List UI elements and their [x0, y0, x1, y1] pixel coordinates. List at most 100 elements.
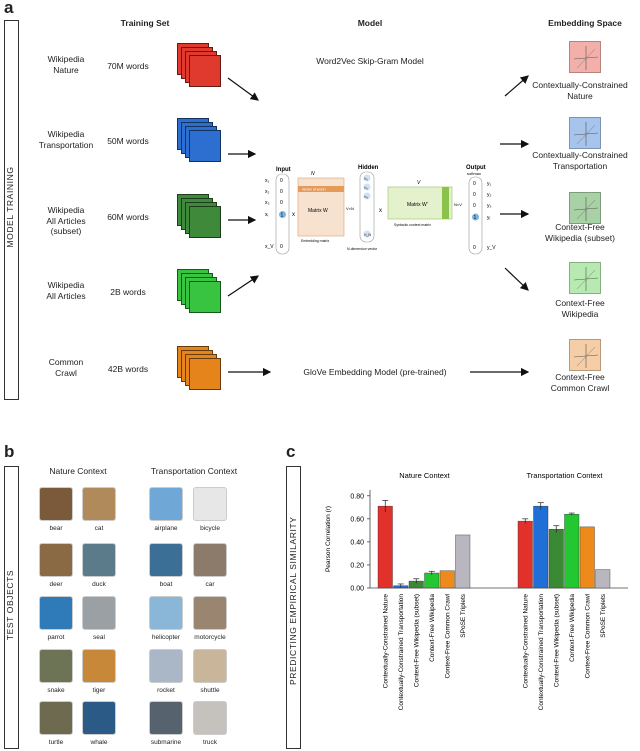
nn-context-column	[442, 187, 449, 219]
nn-out-active	[472, 213, 479, 221]
nn-h2: h₂	[365, 186, 369, 190]
nn-h3-node	[363, 192, 371, 200]
turtle-photo	[39, 701, 73, 735]
nn-h1-node	[363, 174, 371, 182]
nn-h3: h₃	[365, 195, 369, 199]
test-objects-label: TEST OBJECTS	[5, 569, 15, 641]
y-tick-label: 0.40	[350, 539, 364, 546]
bicycle-photo	[193, 487, 227, 521]
panel-letter-a: a	[4, 0, 14, 17]
nature-context-title: Nature Context	[49, 466, 107, 476]
nn-softmax-label: softmax	[467, 171, 481, 176]
nn-yv: y_V	[487, 245, 496, 251]
dataset-size-1: 50M words	[107, 136, 149, 146]
nn-y2: y₂	[487, 192, 492, 198]
turtle-label: turtle	[48, 739, 64, 746]
nn-matrix-w2-label: Matrix W'	[407, 202, 428, 208]
boat-label: boat	[159, 581, 173, 588]
nn-word-row	[298, 186, 344, 192]
tiger-label: tiger	[92, 687, 106, 694]
nn-x3: x₃	[265, 200, 270, 206]
panel-letter-c: c	[286, 442, 296, 461]
seal-photo	[82, 596, 116, 630]
glove-label: GloVe Embedding Model (pre-trained)	[303, 367, 447, 377]
nn-in-0b: 0	[280, 189, 283, 195]
whale-photo	[82, 701, 116, 735]
airplane-photo	[149, 487, 183, 521]
nn-in-0c: 0	[280, 200, 283, 206]
bar	[377, 505, 393, 589]
truck-photo	[193, 701, 227, 735]
group-title: Transportation Context	[526, 471, 603, 480]
helicopter-photo	[149, 596, 183, 630]
cat-label: cat	[94, 525, 104, 532]
bar	[439, 570, 455, 589]
category-label: Contextually-Constrained Transportation	[538, 594, 545, 711]
bear-label: bear	[49, 525, 63, 532]
embedding-label-1: Contextually-Constrained Transportation	[532, 150, 628, 171]
whale-label: whale	[90, 739, 108, 746]
nn-y3: y₃	[487, 203, 492, 209]
dataset-stack-square	[189, 281, 221, 313]
model-training-sidebar	[4, 20, 19, 400]
motorcycle-label: motorcycle	[194, 634, 226, 641]
nn-nv-label: N×V	[454, 202, 462, 207]
word2vec-label: Word2Vec Skip-Gram Model	[316, 56, 424, 66]
dataset-name-0: Wikipedia Nature	[47, 54, 85, 75]
bar	[533, 505, 549, 589]
embedding-label-2: Context-Free Wikipedia (subset)	[545, 222, 615, 243]
nn-in-1: 1	[281, 213, 284, 219]
predicting-label: PREDICTING EMPIRICAL SIMILARITY	[288, 516, 298, 685]
nn-x1: x₁	[265, 178, 270, 184]
airplane-label: airplane	[154, 525, 178, 532]
bar	[579, 526, 595, 589]
parrot-label: parrot	[47, 634, 65, 641]
bar	[517, 520, 533, 589]
dataset-stack-square	[189, 55, 221, 87]
nn-out-0a: 0	[473, 181, 476, 187]
nn-hn-node	[363, 230, 371, 238]
rocket-label: rocket	[157, 687, 175, 694]
dataset-stack-square	[189, 206, 221, 238]
nn-syntactic-label: Syntactic context matrix	[394, 223, 431, 227]
dataset-name-4: Common Crawl	[48, 357, 84, 378]
nn-in-active	[279, 211, 286, 218]
embedding-axes-icon	[573, 267, 599, 291]
nn-hidden-label: Hidden	[358, 165, 379, 171]
snake-label: snake	[47, 687, 65, 694]
y-tick-label: 0.80	[350, 493, 364, 500]
nn-h1: h₁	[365, 177, 369, 181]
bar	[548, 528, 564, 589]
tiger-photo	[82, 649, 116, 683]
bar	[455, 534, 471, 589]
nn-yj: yⱼ	[487, 215, 491, 221]
y-tick-label: 0.60	[350, 516, 364, 523]
group-title: Nature Context	[399, 471, 450, 480]
nn-v-label: V	[417, 180, 421, 186]
y-tick-label: 0.20	[350, 562, 364, 569]
y-axis-label: Pearson Correlation (r)	[325, 506, 332, 572]
nn-out-1: 1	[474, 215, 477, 221]
nn-out-0d: 0	[473, 245, 476, 251]
training-arrows	[227, 75, 530, 377]
category-label: SPoSE Triplets	[600, 593, 607, 637]
shuttle-label: shuttle	[200, 687, 220, 694]
nn-x2: x₂	[265, 189, 270, 195]
dataset-size-2: 60M words	[107, 212, 149, 222]
dataset-size-4: 42B words	[107, 364, 149, 374]
dataset-stack-square	[189, 358, 221, 390]
rocket-photo	[149, 649, 183, 683]
car-photo	[193, 543, 227, 577]
submarine-label: submarine	[150, 739, 182, 746]
nn-hn: h_N	[365, 233, 372, 237]
category-label: Context-Free Common Crawl	[444, 593, 451, 678]
embedding-axes-icon	[573, 46, 599, 70]
embedding-space-header: Embedding Space	[548, 18, 622, 28]
nn-input-label: Input	[276, 167, 291, 173]
deer-label: deer	[49, 581, 63, 588]
dataset-size-3: 2B words	[110, 287, 146, 297]
embedding-label-3: Context-Free Wikipedia	[555, 298, 605, 319]
skipgram-network-diagram: Input x₁ x₂ x₃ xᵢ x_V 0 0 0 1 0 x N Vect…	[265, 165, 496, 255]
snake-photo	[39, 649, 73, 683]
